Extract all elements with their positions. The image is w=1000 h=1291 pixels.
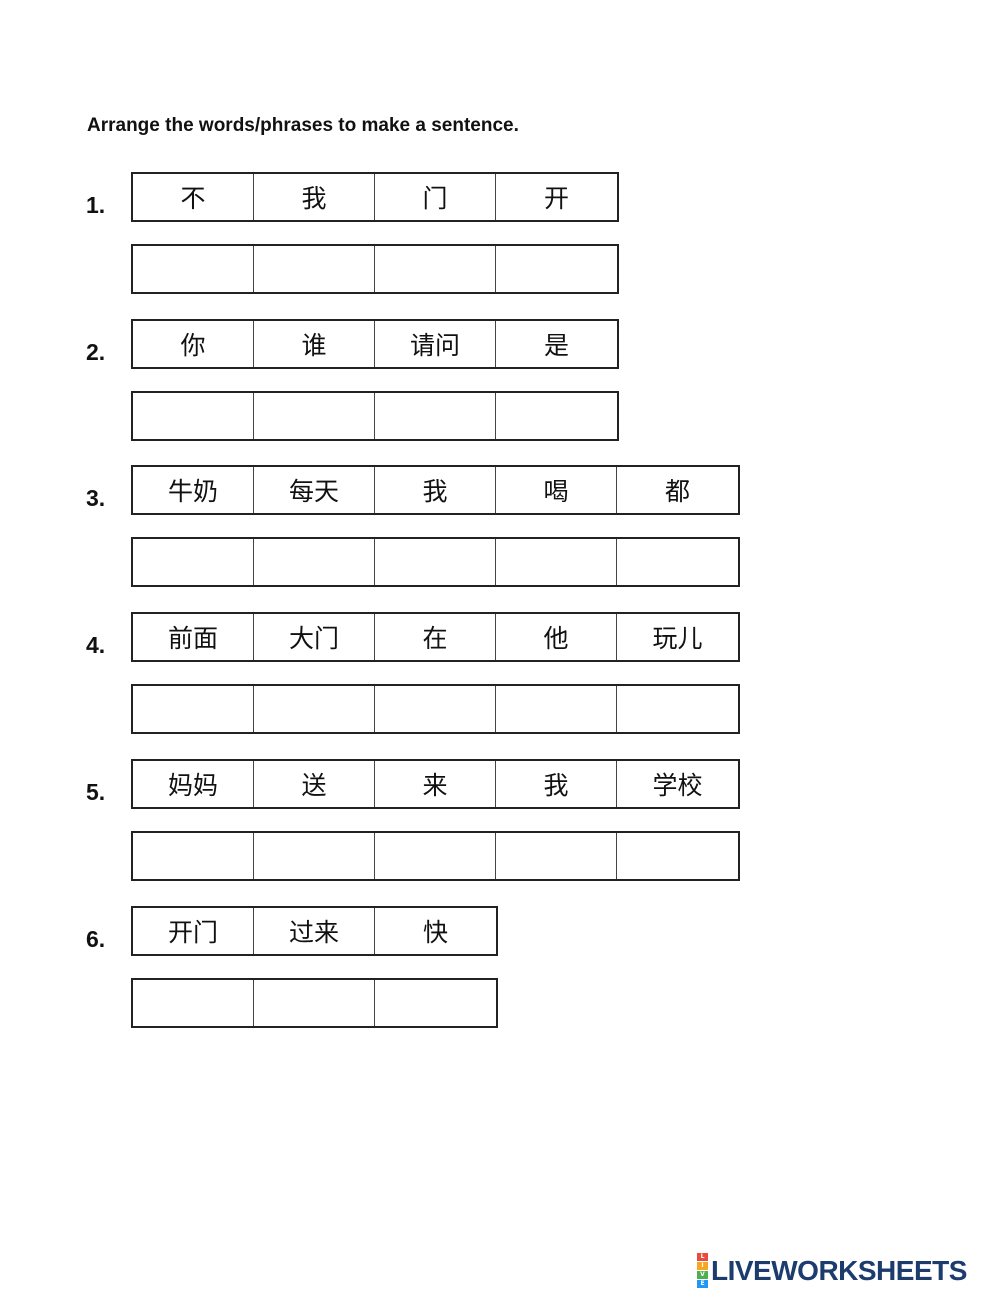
word-tile[interactable]: 你: [133, 321, 254, 367]
answer-row: [131, 978, 498, 1028]
word-bank-row: 牛奶每天我喝 都: [131, 465, 740, 515]
word-tile[interactable]: 大门: [254, 614, 375, 660]
word-tile[interactable]: 他: [496, 614, 617, 660]
answer-slot[interactable]: [617, 539, 738, 585]
answer-row: [131, 244, 619, 294]
answer-slot[interactable]: [496, 246, 617, 292]
logo-badge-letter: E: [697, 1280, 708, 1288]
answer-slot[interactable]: [133, 686, 254, 732]
question-number: 5.: [86, 779, 106, 805]
word-tile[interactable]: 开: [543, 184, 569, 213]
word-bank-row: 前面大门在他 玩儿: [131, 612, 740, 662]
answer-slot[interactable]: [617, 833, 738, 879]
answer-slot[interactable]: [133, 246, 254, 292]
question-number: 4.: [86, 632, 106, 658]
word-bank-row: 开门过来 快: [131, 906, 498, 956]
answer-slot[interactable]: [254, 833, 375, 879]
word-tile[interactable]: 谁: [254, 321, 375, 367]
word-tile[interactable]: 快: [422, 918, 448, 947]
logo-badge-letter: V: [697, 1271, 708, 1279]
question-5: 5. 妈妈送来我 学校: [0, 759, 1000, 883]
word-tile[interactable]: 我: [375, 467, 496, 513]
word-tile[interactable]: 请问: [375, 321, 496, 367]
question-number: 1.: [86, 192, 106, 218]
word-tile[interactable]: 前面: [133, 614, 254, 660]
instructions-text: Arrange the words/phrases to make a sent…: [87, 115, 519, 136]
answer-slot[interactable]: [254, 980, 375, 1026]
word-tile[interactable]: 喝: [496, 467, 617, 513]
question-1: 1. 不我门 开: [0, 172, 1000, 296]
word-tile[interactable]: 我: [254, 174, 375, 220]
question-6: 6. 开门过来 快: [0, 906, 1000, 1030]
answer-row: [131, 831, 740, 881]
question-2: 2. 你谁请问 是: [0, 319, 1000, 443]
answer-slot[interactable]: [617, 686, 738, 732]
word-tile[interactable]: 开门: [133, 908, 254, 954]
word-tile[interactable]: 都: [664, 477, 690, 506]
answer-slot[interactable]: [254, 539, 375, 585]
answer-slot[interactable]: [375, 539, 496, 585]
question-3: 3. 牛奶每天我喝 都: [0, 465, 1000, 589]
answer-slot[interactable]: [375, 686, 496, 732]
answer-slot[interactable]: [254, 393, 375, 439]
logo-badge-letter: L: [697, 1253, 708, 1261]
question-4: 4. 前面大门在他 玩儿: [0, 612, 1000, 736]
answer-slot[interactable]: [375, 393, 496, 439]
answer-slot[interactable]: [254, 686, 375, 732]
answer-slot[interactable]: [375, 980, 496, 1026]
word-tile[interactable]: 我: [496, 761, 617, 807]
answer-slot[interactable]: [375, 246, 496, 292]
word-tile[interactable]: 在: [375, 614, 496, 660]
answer-slot[interactable]: [496, 393, 617, 439]
word-bank-row: 你谁请问 是: [131, 319, 619, 369]
question-number: 3.: [86, 485, 106, 511]
answer-slot[interactable]: [496, 833, 617, 879]
word-tile[interactable]: 是: [543, 331, 569, 360]
word-tile[interactable]: 牛奶: [133, 467, 254, 513]
brand-text: LIVEWORKSHEETS: [711, 1255, 967, 1286]
word-tile[interactable]: 妈妈: [133, 761, 254, 807]
word-tile[interactable]: 过来: [254, 908, 375, 954]
word-bank-row: 妈妈送来我 学校: [131, 759, 740, 809]
word-tile[interactable]: 送: [254, 761, 375, 807]
answer-slot[interactable]: [254, 246, 375, 292]
question-number: 2.: [86, 339, 106, 365]
word-bank-row: 不我门 开: [131, 172, 619, 222]
word-tile[interactable]: 每天: [254, 467, 375, 513]
word-tile[interactable]: 不: [133, 174, 254, 220]
question-number: 6.: [86, 926, 106, 952]
word-tile[interactable]: 来: [375, 761, 496, 807]
answer-slot[interactable]: [133, 980, 254, 1026]
word-tile[interactable]: 学校: [652, 771, 703, 800]
answer-slot[interactable]: [133, 833, 254, 879]
answer-slot[interactable]: [496, 686, 617, 732]
word-tile[interactable]: 门: [375, 174, 496, 220]
answer-slot[interactable]: [375, 833, 496, 879]
answer-slot[interactable]: [133, 539, 254, 585]
logo-badge-letter: I: [697, 1262, 708, 1270]
answer-slot[interactable]: [496, 539, 617, 585]
word-tile[interactable]: 玩儿: [652, 624, 703, 653]
answer-row: [131, 391, 619, 441]
answer-row: [131, 537, 740, 587]
answer-row: [131, 684, 740, 734]
answer-slot[interactable]: [133, 393, 254, 439]
